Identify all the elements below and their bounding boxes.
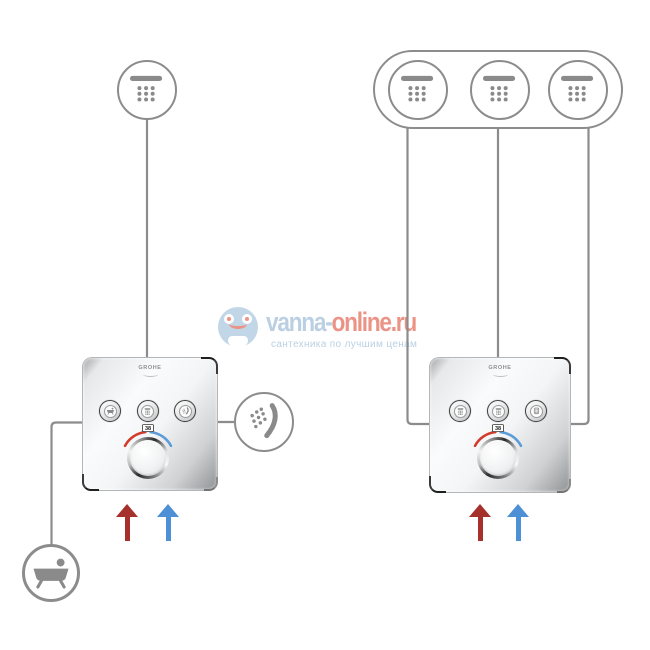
temperature-value: 38 [145, 426, 151, 432]
head-shower-outlet-1 [388, 60, 448, 120]
hand-shower-outlet [234, 392, 294, 452]
temperature-scale-right: 38 [473, 424, 523, 448]
watermark-site-name: vanna-online.ru [266, 307, 417, 337]
select-button-bath[interactable] [99, 400, 121, 422]
select-button-outlet1[interactable] [449, 400, 471, 422]
panel-corner-accent [557, 479, 571, 493]
head-shower-outlet-2 [470, 60, 530, 120]
line-left-bath [50, 421, 86, 548]
head-shower-mini-icon [491, 404, 505, 418]
head-shower-mini-icon [453, 404, 467, 418]
head-shower-icon [561, 75, 594, 102]
head-shower-icon [483, 75, 516, 102]
knob-face [480, 440, 516, 476]
head-shower-outlet [117, 60, 177, 120]
panel-corner-accent [204, 477, 218, 491]
panel-corner-accent [82, 474, 99, 491]
temperature-knob-right[interactable] [477, 437, 519, 479]
line-right-outlet1 [406, 126, 433, 426]
hot-water-arrow-right [469, 504, 491, 541]
select-button-handshower[interactable] [174, 400, 196, 422]
grohe-logo: GROHE [488, 365, 512, 371]
select-button-headshower[interactable] [136, 400, 159, 422]
body-jets-mini-icon [529, 404, 543, 418]
hand-shower-icon [250, 403, 278, 439]
panel-corner-accent [201, 357, 218, 374]
watermark-site-red: online [331, 307, 392, 337]
cold-water-arrow-left [157, 504, 179, 541]
grohe-swoosh [142, 372, 158, 377]
grohe-swoosh [492, 372, 508, 377]
head-shower-icon [401, 75, 434, 102]
panel-corner-accent [554, 357, 571, 374]
hot-water-arrow-left [116, 504, 138, 541]
bathtub-outlet [22, 544, 80, 602]
watermark-tagline: сантехника по лучшим ценам [271, 339, 418, 350]
temperature-knob-left[interactable] [127, 437, 169, 479]
line-right-outlet3 [568, 126, 590, 426]
bathtub-mini-icon [103, 404, 117, 418]
bathtub-icon [33, 558, 69, 589]
hand-shower-mini-icon [178, 404, 192, 418]
select-button-outlet3[interactable] [525, 400, 547, 422]
select-button-outlet2[interactable] [487, 400, 509, 422]
knob-face [130, 440, 166, 476]
head-shower-outlet-3 [548, 60, 608, 120]
temperature-scale-left: 38 [123, 424, 173, 448]
grohe-logo: GROHE [138, 365, 162, 371]
temperature-value: 38 [495, 426, 501, 432]
head-shower-mini-icon [141, 404, 154, 418]
cold-water-arrow-right [507, 504, 529, 541]
head-shower-icon [130, 75, 163, 102]
frog-logo-icon [218, 307, 258, 347]
panel-corner-accent [429, 476, 446, 493]
watermark-site-blue: vanna- [266, 307, 333, 337]
watermark-site-tld: .ru [390, 307, 417, 337]
